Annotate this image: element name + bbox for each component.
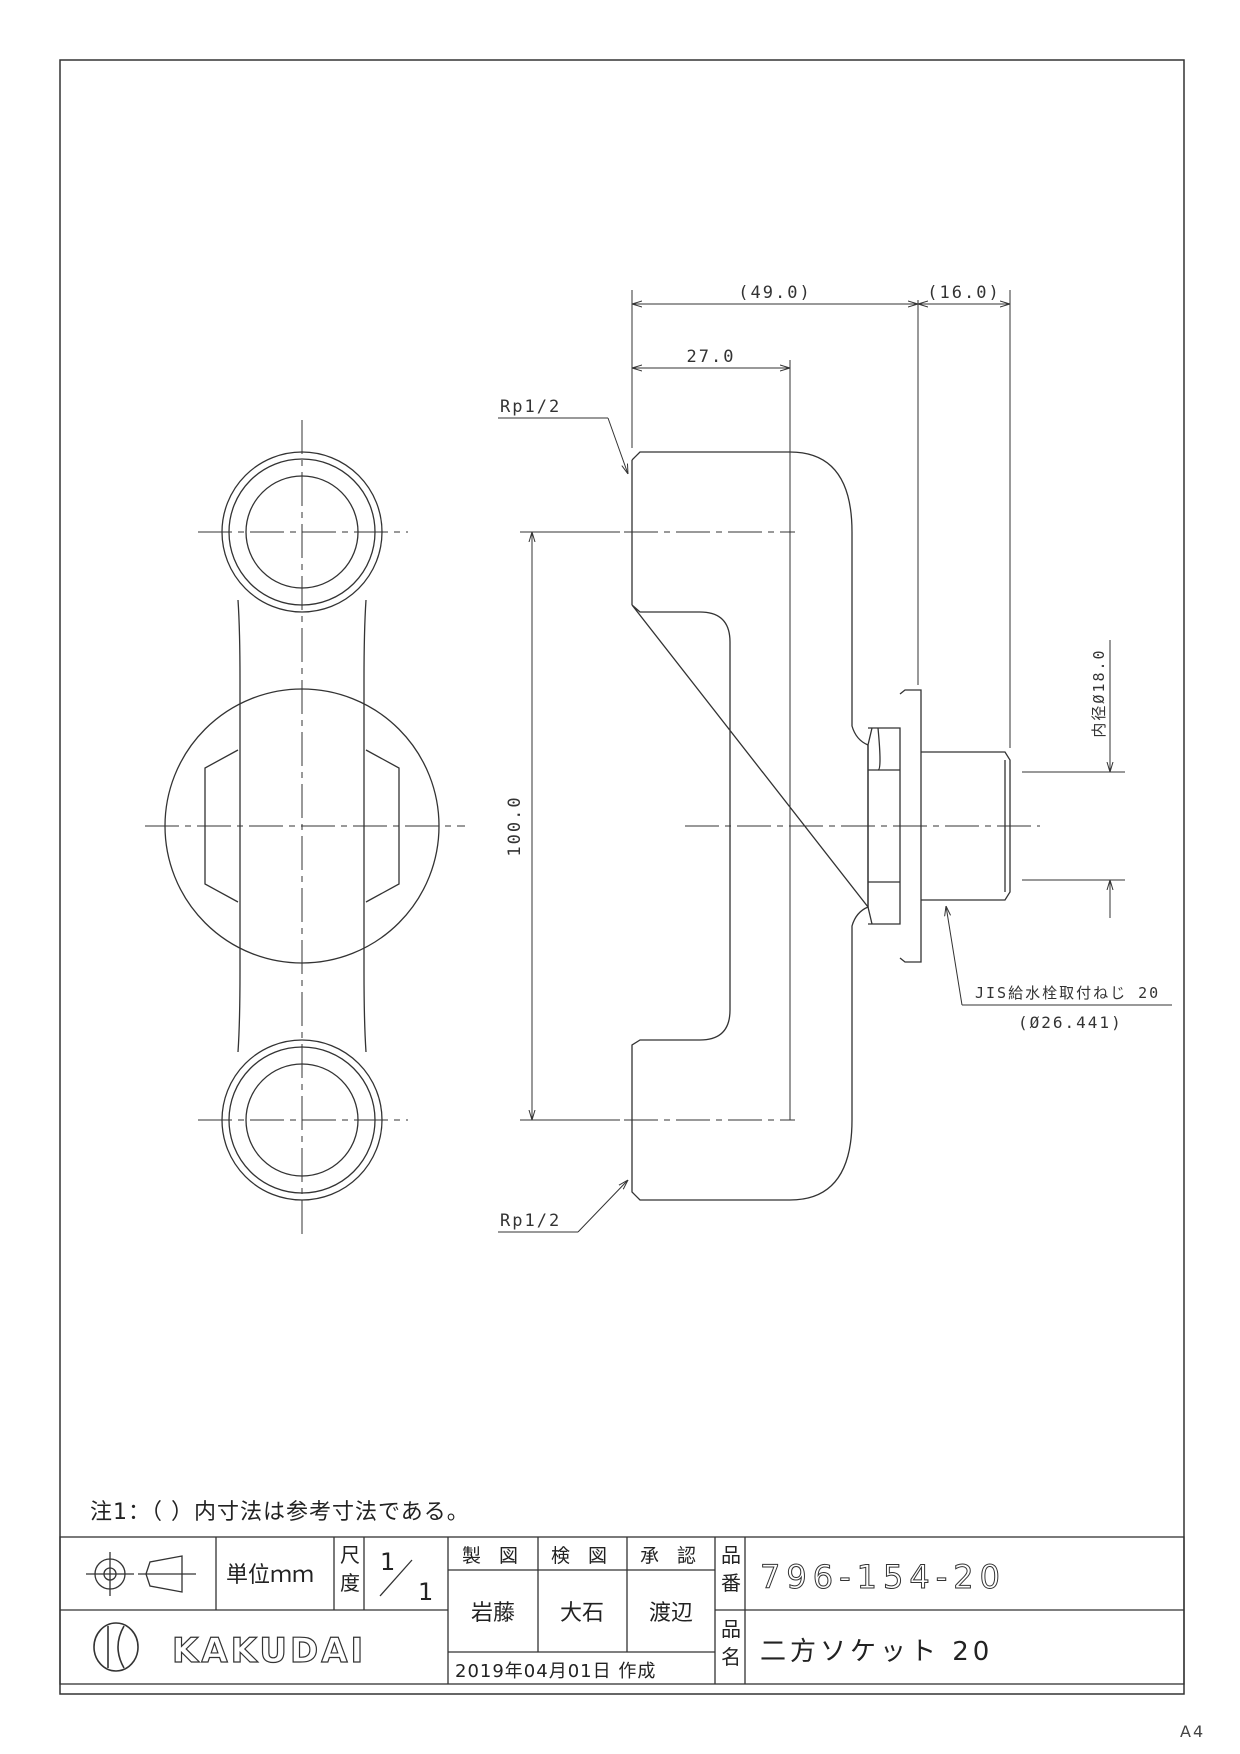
part-name-label-1: 品 — [721, 1617, 741, 1641]
dimension-lines — [498, 290, 1172, 1233]
title-block — [59, 1536, 1185, 1685]
scale-numerator: 1 — [380, 1548, 395, 1576]
part-number: 796-154-20 — [760, 1558, 1006, 1596]
dim-thread-length: (16.0) — [927, 283, 1000, 303]
front-view — [145, 420, 465, 1240]
sheet-size-label: A4 — [1180, 1722, 1206, 1741]
approved-by-label: 承 認 — [640, 1545, 702, 1567]
callout-bottom-thread: Rp1/2 — [500, 1211, 561, 1231]
scale-label-1: 尺 — [340, 1543, 360, 1567]
checked-by-label: 検 図 — [551, 1545, 613, 1567]
drawn-by-label: 製 図 — [462, 1545, 524, 1567]
dimension-texts: (49.0) (16.0) 27.0 100.0 内径Ø18.0 Rp1/2 R… — [500, 283, 1160, 1231]
part-name: 二方ソケット 20 — [760, 1637, 993, 1667]
dim-overall-length: (49.0) — [738, 283, 811, 303]
callout-outlet-thread: JIS給水栓取付ねじ 20 — [975, 984, 1160, 1002]
part-no-label-2: 番 — [721, 1571, 741, 1595]
part-name-label-2: 名 — [721, 1645, 741, 1669]
projection-symbol-icon — [86, 1552, 196, 1596]
drawing-border — [59, 59, 1185, 1695]
title-block-texts: KAKUDAI 単位ｍｍ 尺 度 1 1 製 図 検 図 承 認 岩藤 大石 渡… — [171, 1543, 1006, 1682]
approved-by-name: 渡辺 — [649, 1601, 693, 1626]
callout-top-thread: Rp1/2 — [500, 397, 561, 417]
kakudai-logo-icon — [93, 1622, 139, 1672]
scale-denominator: 1 — [418, 1578, 433, 1606]
checked-by-name: 大石 — [560, 1601, 604, 1626]
company-name: KAKUDAI — [172, 1631, 366, 1671]
callout-outlet-thread-dia: (Ø26.441) — [1018, 1013, 1123, 1032]
unit-label: 単位ｍｍ — [226, 1563, 314, 1588]
dim-inner-diameter: 内径Ø18.0 — [1090, 648, 1108, 737]
drawn-by-name: 岩藤 — [471, 1601, 515, 1626]
creation-date: 2019年04月01日 作成 — [455, 1661, 656, 1682]
part-no-label-1: 品 — [721, 1543, 741, 1567]
scale-label-2: 度 — [340, 1571, 360, 1595]
side-view — [520, 451, 1040, 1201]
drawing-note: 注1：（ ）内寸法は参考寸法である。 — [90, 1500, 470, 1525]
dim-socket-depth: 27.0 — [687, 347, 736, 367]
dim-center-distance: 100.0 — [505, 795, 525, 856]
